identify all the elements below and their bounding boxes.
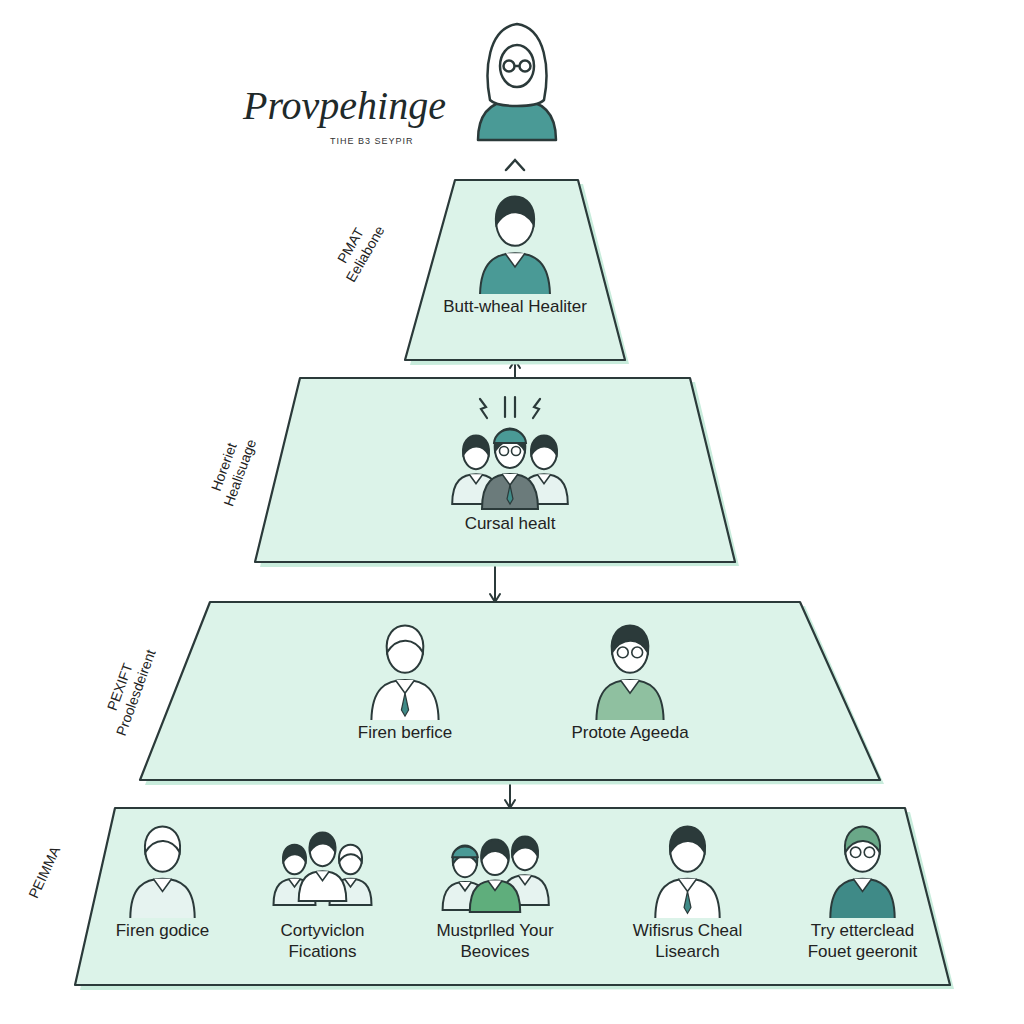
person-item: Protote Ageeda xyxy=(535,620,725,747)
item-label: Firen godice xyxy=(100,918,225,945)
item-label: Mustprlled Your Beovices xyxy=(420,918,570,967)
person-icon xyxy=(535,620,725,720)
person-icon xyxy=(790,822,935,918)
item-label: Firen berfice xyxy=(310,720,500,747)
person-item: Cortyviclon Fications xyxy=(250,822,395,967)
subtitle-label: TIHE B3 SEYPIR xyxy=(330,136,414,146)
person-item: Butt-wheal Healiter xyxy=(440,190,590,321)
band-side-label: PEIMMA xyxy=(26,843,65,900)
person-item: Firen godice xyxy=(100,822,225,945)
person-icon xyxy=(310,620,500,720)
band-side-label: Horeriet Healisuage xyxy=(202,424,263,516)
person-item: Cursal healt xyxy=(420,393,600,538)
item-label: Cortyviclon Fications xyxy=(250,918,395,967)
person-icon xyxy=(610,822,765,918)
flow-arrow xyxy=(494,562,496,602)
item-label: Cursal healt xyxy=(420,511,600,538)
person-item: Firen berfice xyxy=(310,620,500,747)
top-person-icon xyxy=(478,24,556,140)
pyramid-band: PEIMMAFiren godiceCortyviclon FicationsM… xyxy=(75,808,950,985)
pyramid-band: PEXIFT ProolesdeirentFiren berficeProtot… xyxy=(140,602,880,780)
person-item: Try etterclead Fouet geeronit xyxy=(790,822,935,967)
pyramid-band: PMAT EeliaboneButt-wheal Healiter xyxy=(405,180,625,360)
band-outline xyxy=(255,378,735,562)
band-side-label: PMAT Eeliabone xyxy=(324,208,392,292)
band-side-label: PEXIFT Proolesdeirent xyxy=(93,632,163,749)
up-chevron xyxy=(506,160,524,170)
item-label: Try etterclead Fouet geeronit xyxy=(790,918,935,967)
person-item: Mustprlled Your Beovices xyxy=(420,822,570,967)
diagram-title: Provpehinge xyxy=(243,82,446,129)
item-label: Wifisrus Cheal Lisearch xyxy=(610,918,765,967)
band-outline xyxy=(140,602,880,780)
person-icon xyxy=(420,822,570,918)
person-icon xyxy=(420,393,600,511)
person-icon xyxy=(250,822,395,918)
person-item: Wifisrus Cheal Lisearch xyxy=(610,822,765,967)
pyramid-band: Horeriet HealisuageCursal healt xyxy=(255,378,735,562)
person-icon xyxy=(440,190,590,294)
person-icon xyxy=(100,822,225,918)
item-label: Protote Ageeda xyxy=(535,720,725,747)
item-label: Butt-wheal Healiter xyxy=(440,294,590,321)
